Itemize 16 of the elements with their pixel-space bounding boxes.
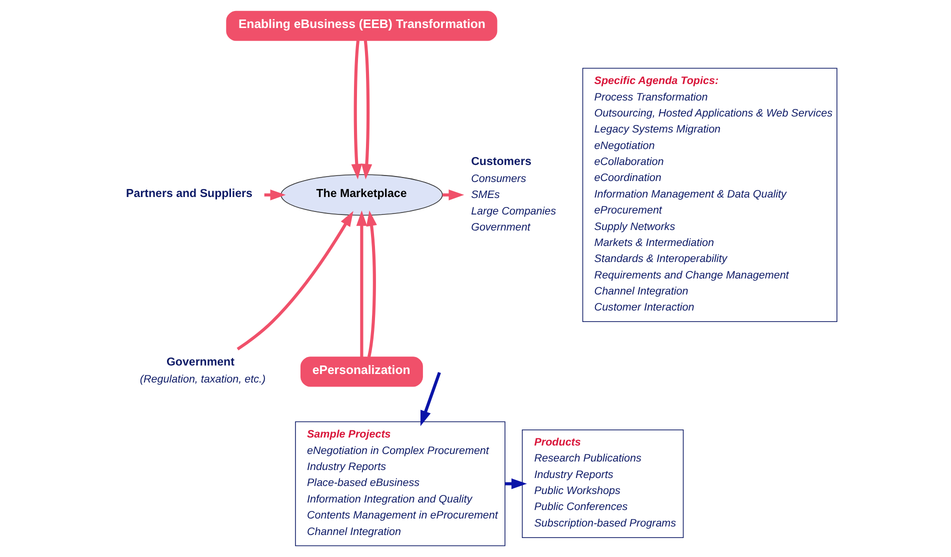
node-text: Customers Consumers SMEs Large Companies Government bbox=[471, 156, 556, 234]
arrow bbox=[356, 210, 368, 357]
arrow bbox=[420, 372, 441, 426]
arrow bbox=[361, 40, 372, 180]
arrow bbox=[366, 210, 377, 358]
node-box: Enabling eBusiness (EEB) Transformation bbox=[226, 10, 498, 41]
node-box: Products Research Publications Industry Reports Public Workshops Public Conferences Subscription-based Programs bbox=[522, 429, 684, 538]
node-box: Sample Projects eNegotiation in Complex Procurement Industry Reports Place-based eBusiness Information Integration and Quality Contents Management in eProcurement Channel Integration bbox=[295, 421, 506, 546]
node-text: Government (Regulation, taxation, etc.) bbox=[140, 356, 266, 386]
node-box: ePersonalization bbox=[300, 356, 423, 387]
arrow bbox=[351, 40, 362, 180]
node-text: Partners and Suppliers bbox=[126, 188, 252, 200]
arrow bbox=[236, 210, 354, 350]
node-box: Specific Agenda Topics: Process Transformation Outsourcing, Hosted Applications & Web Services Legacy Systems Migration eNegotiation eCollaboration eCoordination Information Management & Data Quality eProcurement Supply Networks Markets & Intermediation Standards & Interoperability Requirements and Change Management Channel Integration Customer Interaction bbox=[582, 68, 838, 322]
arrow bbox=[505, 478, 527, 490]
node-ellipse: The Marketplace bbox=[280, 174, 443, 216]
